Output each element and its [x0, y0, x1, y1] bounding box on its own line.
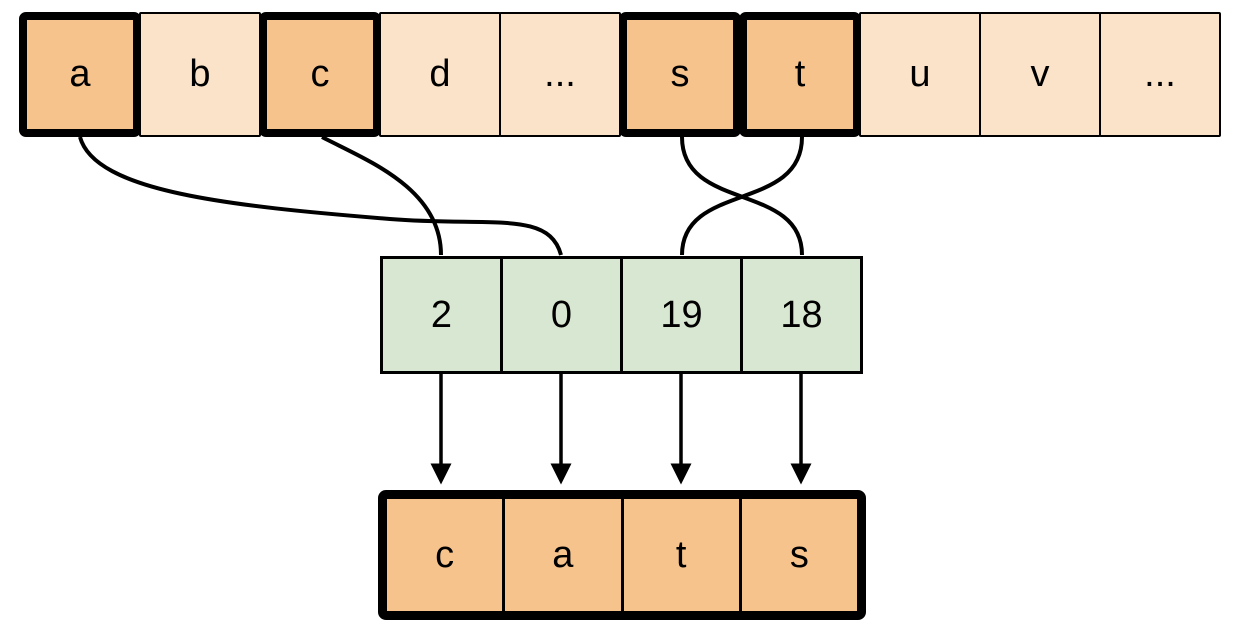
cell-label: c [435, 533, 455, 576]
cell-label: d [429, 53, 451, 95]
cell-label: u [909, 53, 931, 95]
cell-label: b [189, 53, 211, 95]
index-cell-3: 18 [740, 256, 863, 374]
alphabet-cell-b: b [139, 12, 261, 137]
index-array: 2 0 19 18 [380, 256, 863, 374]
alphabet-cell-d: d [379, 12, 501, 137]
cell-label: ... [544, 53, 576, 95]
cell-label: c [310, 53, 330, 95]
alphabet-array: a b c d ... s t u v ... [19, 12, 1221, 137]
result-cell-2: t [620, 499, 739, 611]
connector-c-to-index-2 [321, 135, 443, 256]
cell-label: ... [1144, 53, 1176, 95]
result-cell-1: a [502, 499, 621, 611]
result-cell-3: s [738, 499, 857, 611]
result-array: c a t s [378, 490, 866, 620]
cell-value: 2 [430, 293, 453, 336]
connector-t-to-index-19 [680, 136, 804, 256]
cell-label: t [794, 53, 806, 95]
connector-a-to-index-0 [78, 136, 563, 256]
cell-label: s [789, 533, 809, 576]
cell-value: 19 [660, 293, 703, 336]
alphabet-cell-t: t [739, 12, 861, 137]
alphabet-cell-ellipsis-1: ... [499, 12, 621, 137]
index-cell-1: 0 [500, 256, 623, 374]
index-cell-2: 19 [620, 256, 743, 374]
alphabet-cell-v: v [979, 12, 1101, 137]
result-cell-0: c [387, 499, 503, 611]
alphabet-cell-u: u [859, 12, 981, 137]
alphabet-cell-a: a [19, 12, 141, 137]
cell-value: 0 [550, 293, 573, 336]
cell-label: a [69, 53, 91, 95]
alphabet-cell-c: c [259, 12, 381, 137]
cell-label: t [675, 533, 687, 576]
alphabet-cell-s: s [619, 12, 741, 137]
cell-label: s [670, 53, 690, 95]
index-cell-0: 2 [380, 256, 503, 374]
cell-label: a [552, 533, 574, 576]
cell-value: 18 [780, 293, 823, 336]
cell-label: v [1030, 53, 1050, 95]
alphabet-cell-ellipsis-2: ... [1099, 12, 1221, 137]
